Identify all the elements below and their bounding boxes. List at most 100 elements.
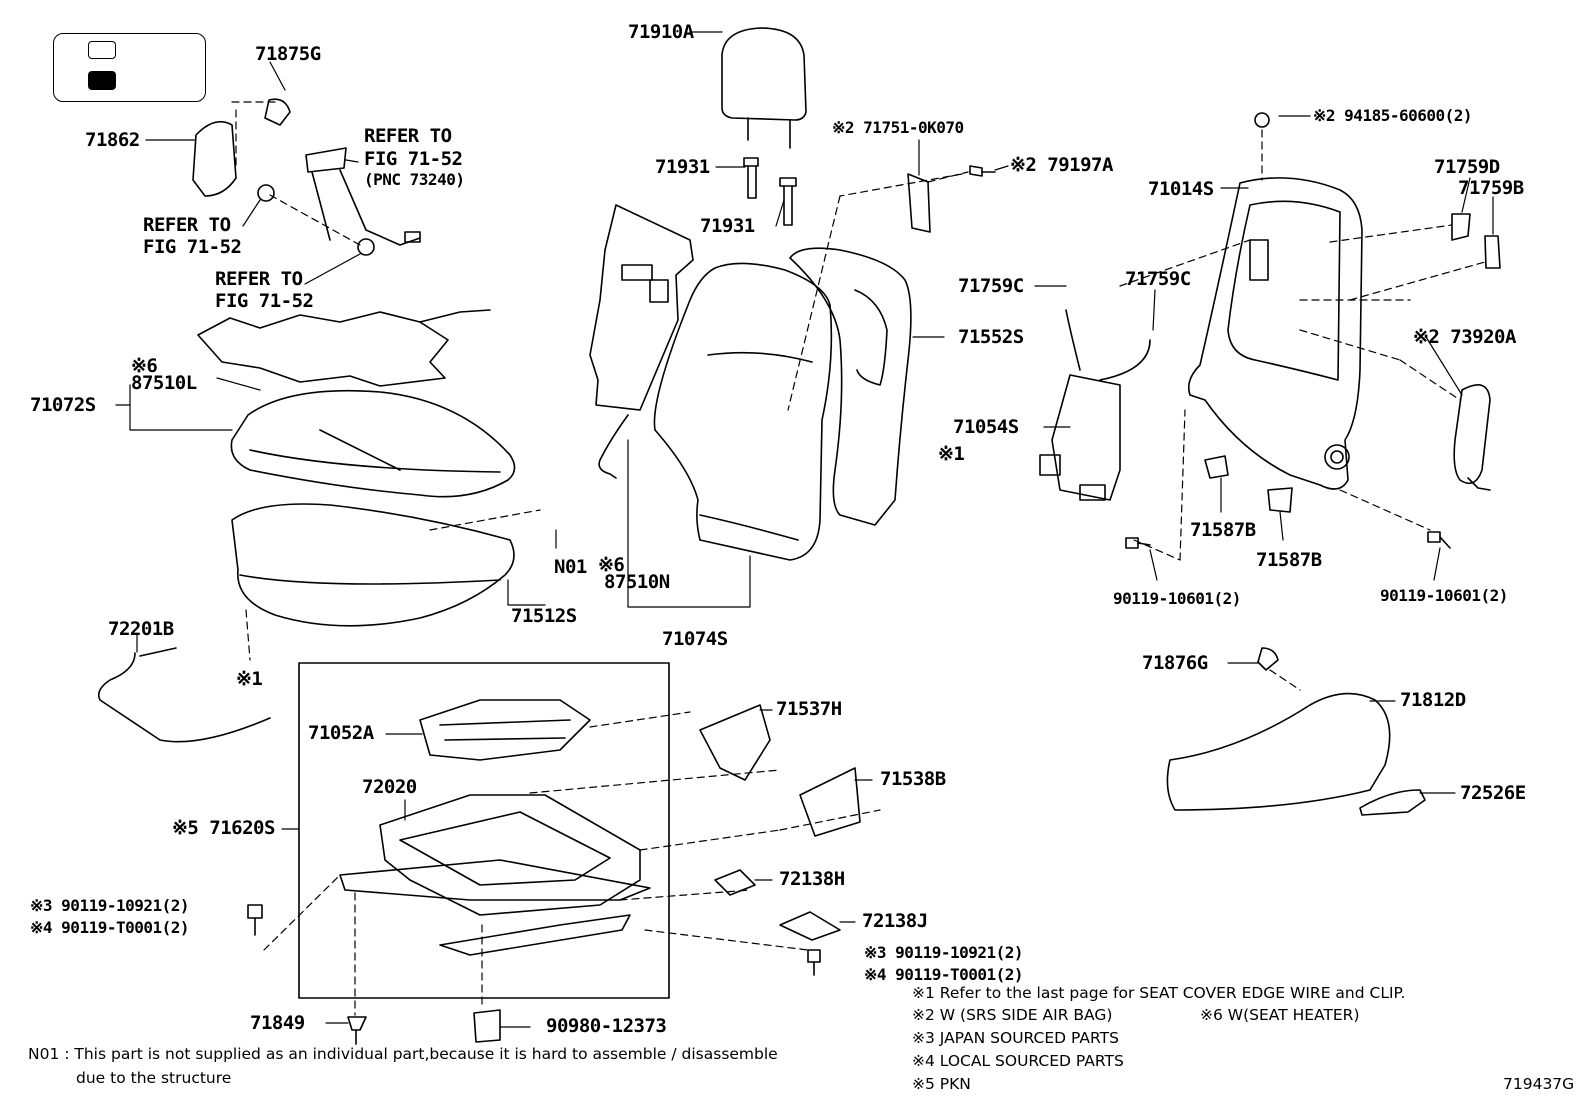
label-90980: 90980-12373	[546, 1015, 667, 1037]
label-71014S: 71014S	[1148, 178, 1214, 200]
label-bolt-right-1: ※3 90119-10921(2)	[864, 943, 1024, 962]
lumbar-support-71054S	[1039, 309, 1151, 501]
label-bolt-right-2: ※4 90119-T0001(2)	[864, 965, 1024, 984]
clip-71759D	[1451, 213, 1471, 241]
label-90119-10601-a: 90119-10601(2)	[1113, 589, 1241, 608]
trim-72526E	[1359, 789, 1426, 816]
clip-71759B	[1484, 235, 1501, 269]
label-71910A: 71910A	[628, 21, 694, 43]
note-3: ※3 JAPAN SOURCED PARTS	[912, 1029, 1119, 1047]
label-71587B-a: 71587B	[1190, 519, 1256, 541]
label-refer2-l1: REFER TO	[143, 214, 231, 236]
seatback-cover-71074S	[653, 262, 833, 561]
seat-cushion-pad-71512S	[231, 503, 515, 627]
cover-72138H	[714, 869, 756, 896]
bolt-90119-10601-b	[1427, 531, 1451, 549]
headrest-support-71931	[743, 157, 797, 226]
label-refer2-l2: FIG 71-52	[143, 236, 242, 258]
label-refer3-l1: REFER TO	[215, 268, 303, 290]
trim-71862	[192, 120, 237, 197]
connector-90980	[473, 1009, 501, 1043]
seat-track-box	[298, 662, 670, 999]
label-N01: N01	[554, 556, 587, 578]
note-6: ※6 W(SEAT HEATER)	[1200, 1006, 1360, 1024]
cap-71875G	[264, 98, 291, 126]
label-mark1-b: ※1	[236, 668, 263, 690]
label-71751: ※2 71751-0K070	[832, 118, 964, 137]
label-71537H: 71537H	[776, 698, 842, 720]
seatback-heater-87510N	[589, 204, 694, 479]
note-2: ※2 W (SRS SIDE AIR BAG)	[912, 1006, 1113, 1024]
legend-white-swatch	[88, 41, 116, 59]
label-mark6-a: ※6	[131, 355, 158, 377]
label-71759B: 71759B	[1458, 177, 1524, 199]
airbag-bracket-71751	[907, 173, 931, 233]
note-4: ※4 LOCAL SOURCED PARTS	[912, 1052, 1124, 1070]
label-71759D: 71759D	[1434, 156, 1500, 178]
label-refer1-l3: (PNC 73240)	[364, 170, 465, 189]
label-71759C-a: 71759C	[958, 275, 1024, 297]
label-71072S: 71072S	[30, 394, 96, 416]
seat-rails	[339, 859, 651, 956]
shield-71538B	[799, 767, 861, 837]
label-87510L: 87510L	[131, 372, 197, 394]
seat-spring-71052A	[419, 699, 591, 761]
label-71538B: 71538B	[880, 768, 946, 790]
leader-lines	[115, 31, 1494, 1028]
label-87510N: 87510N	[604, 571, 670, 593]
label-mark1-a: ※1	[938, 443, 965, 465]
note-5: ※5 PKN	[912, 1075, 971, 1093]
label-71587B-b: 71587B	[1256, 549, 1322, 571]
shield-71537H	[699, 704, 771, 781]
diagram-id: 719437G	[1503, 1075, 1575, 1093]
seatback-pad-71552S	[789, 247, 912, 526]
label-refer1-l2: FIG 71-52	[364, 148, 463, 170]
label-bolt-left-2: ※4 90119-T0001(2)	[30, 918, 190, 937]
clip-71587B-a	[1204, 455, 1229, 479]
label-71552S: 71552S	[958, 326, 1024, 348]
belt-buckle-73240	[305, 147, 421, 246]
side-airbag-73920A	[1453, 384, 1491, 491]
legend-box	[53, 33, 206, 102]
label-73920A: ※2 73920A	[1413, 326, 1516, 348]
nut-a	[257, 184, 275, 202]
label-71054S: 71054S	[953, 416, 1019, 438]
headrest-71910A	[721, 27, 807, 149]
label-71849: 71849	[250, 1012, 305, 1034]
label-87510N-mark: ※6	[598, 554, 625, 576]
label-72526E: 72526E	[1460, 782, 1526, 804]
label-72138J: 72138J	[862, 910, 928, 932]
seat-heater-87510L	[197, 309, 491, 387]
note-1: ※1 Refer to the last page for SEAT COVER…	[912, 984, 1406, 1002]
label-71931-b: 71931	[700, 215, 755, 237]
label-refer3-l2: FIG 71-52	[215, 290, 314, 312]
nut-b	[357, 238, 375, 256]
seat-frame-72020	[379, 794, 641, 916]
label-71512S: 71512S	[511, 605, 577, 627]
label-90119-10601-b: 90119-10601(2)	[1380, 586, 1508, 605]
bolt-left-90119	[247, 904, 263, 936]
label-79197A: ※2 79197A	[1010, 154, 1113, 176]
side-shield-71812D	[1166, 692, 1391, 811]
bolt-right-90119	[807, 949, 821, 976]
edge-wire-72201B	[97, 647, 271, 743]
label-94185: ※2 94185-60600(2)	[1313, 106, 1473, 125]
label-refer1-l1: REFER TO	[364, 125, 452, 147]
label-71759C-b: 71759C	[1125, 268, 1191, 290]
label-71052A: 71052A	[308, 722, 374, 744]
label-71931-a: 71931	[655, 156, 710, 178]
note-n01-line2: due to the structure	[76, 1069, 232, 1087]
assembly-dashed-lines	[231, 101, 1486, 1016]
seatback-frame-71014S	[1187, 112, 1363, 490]
label-bolt-left-1: ※3 90119-10921(2)	[30, 896, 190, 915]
cover-72138J	[779, 911, 841, 941]
shield-cap-71876G	[1257, 647, 1279, 671]
label-72020: 72020	[362, 776, 417, 798]
legend-black-swatch	[88, 71, 116, 90]
label-71875G: 71875G	[255, 43, 321, 65]
label-71074S: 71074S	[662, 628, 728, 650]
note-n01-line1: N01 : This part is not supplied as an in…	[28, 1045, 778, 1063]
clip-71587B-b	[1267, 487, 1293, 513]
label-72138H: 72138H	[779, 868, 845, 890]
